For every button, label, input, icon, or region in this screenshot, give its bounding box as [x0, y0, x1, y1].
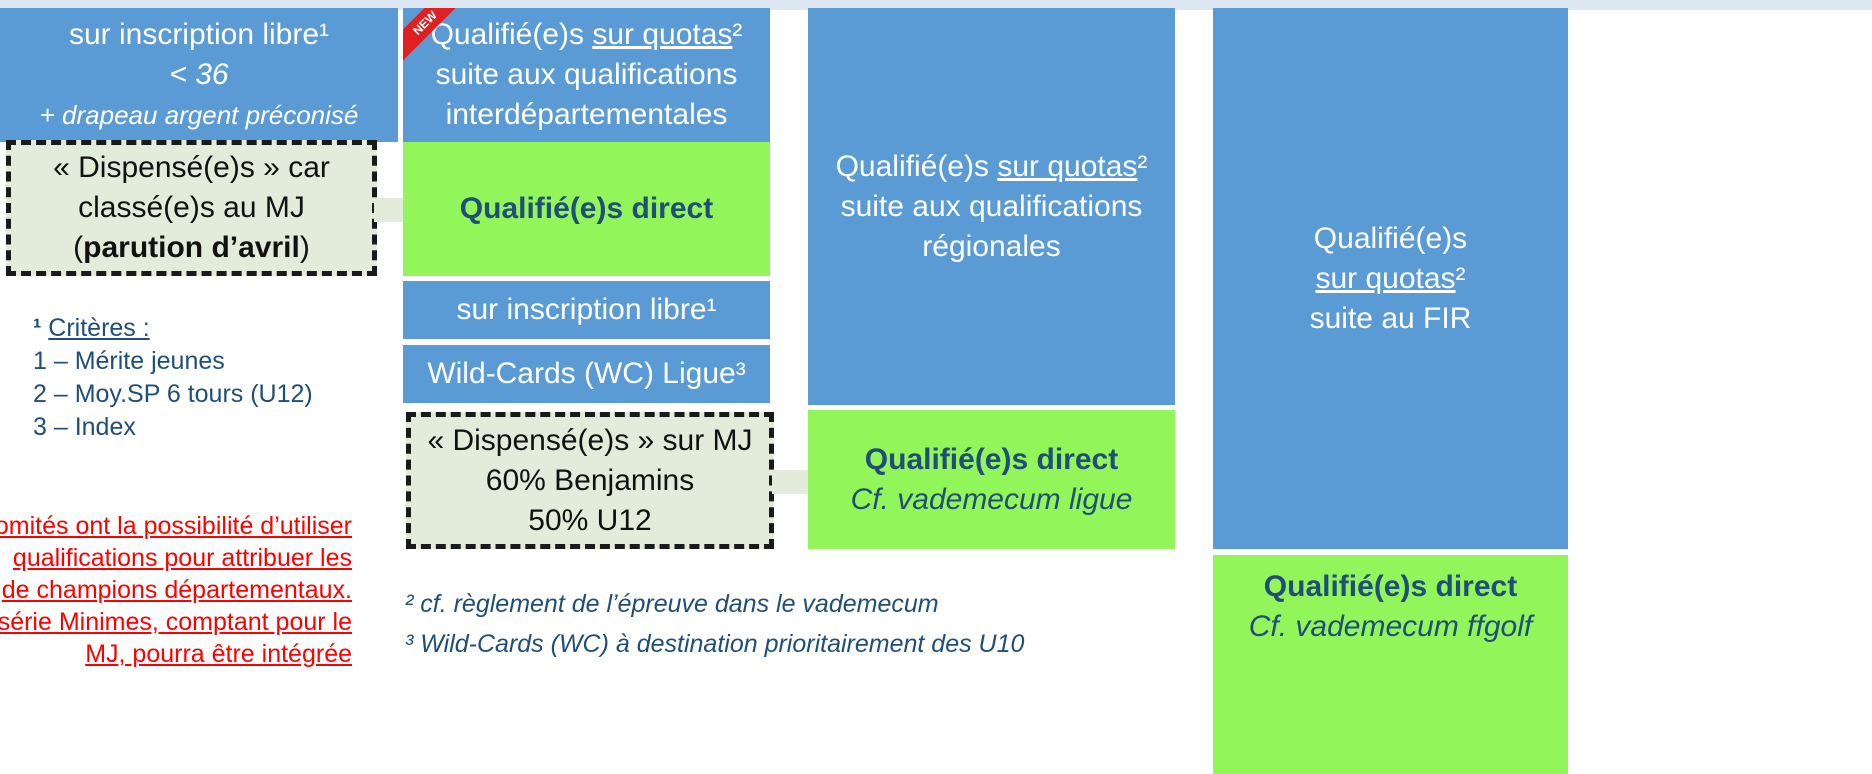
col2-libre-label: sur inscription libre¹ — [456, 293, 717, 326]
criteria-item-2: 2 – Moy.SP 6 tours (U12) — [33, 380, 313, 408]
criteria-block: ¹ Critères : 1 – Mérite jeunes 2 – Moy.S… — [33, 312, 313, 444]
footnote-2: ² cf. règlement de l’épreuve dans le vad… — [405, 590, 939, 618]
col2-direct-box: Qualifié(e)s direct — [403, 142, 770, 276]
top-band — [0, 0, 1872, 10]
col3-direct-line1: Qualifié(e)s direct — [864, 442, 1119, 476]
col1-dispense-box: « Dispensé(e)s » car classé(e)s au MJ (p… — [6, 140, 377, 276]
col1-top-line1: sur inscription libre¹ — [68, 18, 330, 51]
col4-top-line3: suite au FIR — [1309, 301, 1472, 335]
col4-direct-box: Qualifié(e)s direct Cf. vademecum ffgolf — [1213, 555, 1568, 774]
col4-quotas-box: Qualifié(e)s sur quotas² suite au FIR — [1213, 8, 1568, 549]
red-note: comités ont la possibilité d’utiliser qu… — [0, 510, 352, 670]
col3-direct-box: Qualifié(e)s direct Cf. vademecum ligue — [808, 410, 1175, 549]
col1-top-line3: + drapeau argent préconisé — [39, 100, 359, 130]
col3-quotas-box: Qualifié(e)s sur quotas² suite aux quali… — [808, 8, 1175, 405]
col1-dispense-line1: « Dispensé(e)s » car — [53, 151, 330, 184]
col2-top-line1: Qualifié(e)s sur quotas² — [430, 18, 743, 51]
col1-dispense-line2: classé(e)s au MJ — [78, 191, 305, 224]
col1-dispense-line3: (parution d’avril) — [73, 231, 310, 264]
criteria-item-1: 1 – Mérite jeunes — [33, 347, 225, 375]
col2-top-line2: suite aux qualifications — [435, 58, 738, 91]
footnote-3: ³ Wild-Cards (WC) à destination priorita… — [405, 630, 1025, 658]
red-note-line-5: MJ, pourra être intégrée — [85, 640, 352, 668]
col2-dispense-line2: 60% Benjamins — [485, 463, 695, 497]
col4-top-line1: Qualifié(e)s — [1313, 221, 1468, 255]
col4-top-line2: sur quotas² — [1315, 261, 1466, 295]
col4-direct-line2: Cf. vademecum ffgolf — [1248, 610, 1533, 643]
red-note-line-2: qualifications pour attribuer les — [12, 544, 352, 572]
col1-top-line2: < 36 — [169, 58, 229, 91]
red-note-line-1: comités ont la possibilité d’utiliser — [0, 512, 352, 540]
red-note-line-4: série Minimes, comptant pour le — [0, 608, 352, 636]
col3-top-line1: Qualifié(e)s sur quotas² — [835, 149, 1148, 183]
col2-dispense-box: « Dispensé(e)s » sur MJ 60% Benjamins 50… — [406, 412, 774, 549]
col2-dispense-line1: « Dispensé(e)s » sur MJ — [427, 423, 753, 457]
criteria-title: ¹ Critères : — [33, 314, 150, 342]
col2-quotas-box: Qualifié(e)s sur quotas² suite aux quali… — [403, 8, 770, 142]
col2-wildcards-box: Wild-Cards (WC) Ligue³ — [403, 345, 770, 403]
col2-direct-label: Qualifié(e)s direct — [459, 192, 714, 225]
col2-top-line3: interdépartementales — [445, 98, 728, 131]
col3-top-line3: régionales — [922, 229, 1061, 263]
col4-direct-line1: Qualifié(e)s direct — [1263, 570, 1518, 603]
col3-direct-line2: Cf. vademecum ligue — [850, 482, 1133, 516]
col2-dispense-line3: 50% U12 — [528, 503, 652, 537]
col2-inscription-libre-box: sur inscription libre¹ — [403, 281, 770, 339]
col2-wildcards-label: Wild-Cards (WC) Ligue³ — [427, 357, 746, 390]
criteria-item-3: 3 – Index — [33, 413, 136, 441]
red-note-line-3: de champions départementaux. — [1, 576, 352, 604]
col3-top-line2: suite aux qualifications — [840, 189, 1143, 223]
col1-inscription-libre-box: sur inscription libre¹ < 36 + drapeau ar… — [0, 8, 398, 142]
